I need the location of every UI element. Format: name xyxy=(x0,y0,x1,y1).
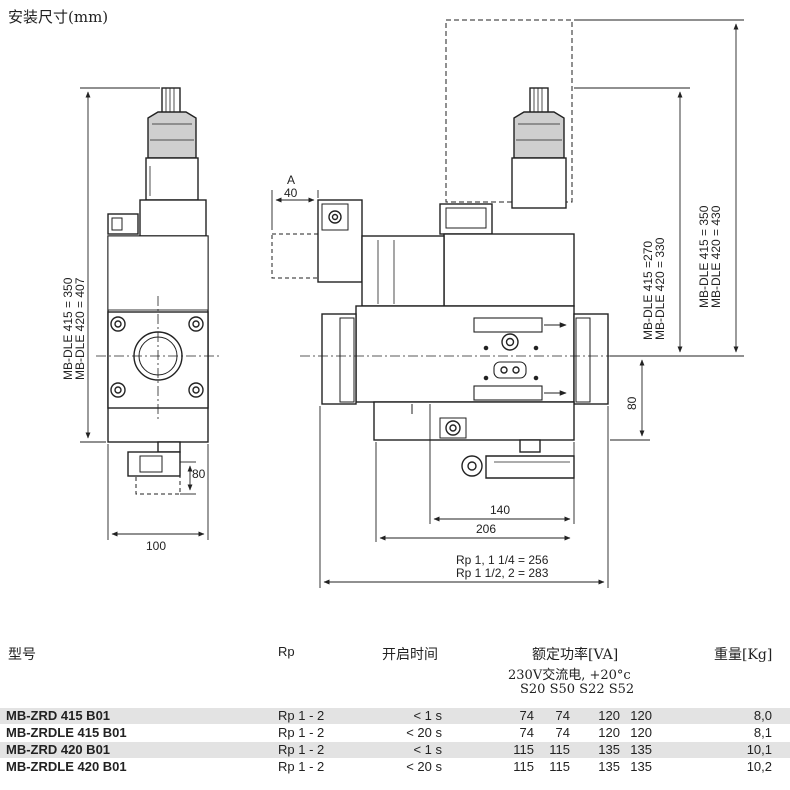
row-s22: 135 xyxy=(598,742,620,757)
header-power-sub2: S20 S50 S22 S52 xyxy=(520,682,635,697)
header-time: 开启时间 xyxy=(382,647,438,663)
row-model: MB-ZRD 420 B01 xyxy=(6,742,111,757)
side-view xyxy=(96,87,220,495)
width-140-label: 140 xyxy=(490,503,510,517)
row-s20: 115 xyxy=(513,742,534,757)
row-s52: 135 xyxy=(630,759,652,774)
technical-drawing: MB-DLE 415 = 350 MB-DLE 420 = 407 100 80 xyxy=(61,19,744,588)
side-height-label-b: MB-DLE 420 = 407 xyxy=(73,277,87,380)
width-206-label: 206 xyxy=(476,522,496,536)
header-rp: Rp xyxy=(278,644,295,659)
mid-height-label-b: MB-DLE 420 = 330 xyxy=(653,237,667,340)
spec-table: 型号 Rp 开启时间 额定功率[VA] 230V交流电, +20°c S20 S… xyxy=(0,632,790,790)
row-time: < 1 s xyxy=(413,708,442,723)
header-power: 额定功率[VA] xyxy=(532,647,619,663)
row-rp: Rp 1 - 2 xyxy=(278,742,325,757)
row-s20: 115 xyxy=(513,759,534,774)
right-height-label-b: MB-DLE 420 = 430 xyxy=(709,205,723,308)
row-rp: Rp 1 - 2 xyxy=(278,759,325,774)
a-value: 40 xyxy=(284,186,298,200)
table-row: MB-ZRDLE 415 B01 Rp 1 - 2 < 20 s 74 74 1… xyxy=(0,725,790,741)
row-s50: 115 xyxy=(549,759,570,774)
row-s52: 120 xyxy=(630,725,652,740)
row-s52: 135 xyxy=(630,742,652,757)
row-s22: 135 xyxy=(598,759,620,774)
a-label: A xyxy=(287,173,295,187)
row-s20: 74 xyxy=(519,725,534,740)
row-time: < 20 s xyxy=(406,759,442,774)
mid-height-label-a: MB-DLE 415 =270 xyxy=(641,241,655,340)
row-s22: 120 xyxy=(598,725,620,740)
table-row: MB-ZRD 420 B01 Rp 1 - 2 < 1 s 115 115 13… xyxy=(0,742,790,758)
row-s50: 74 xyxy=(555,708,570,723)
row-weight: 10,1 xyxy=(746,742,772,757)
right-80-label: 80 xyxy=(625,396,639,410)
row-s50: 115 xyxy=(549,742,570,757)
table-row: MB-ZRDLE 420 B01 Rp 1 - 2 < 20 s 115 115… xyxy=(0,759,790,775)
header-weight: 重量[Kg] xyxy=(714,647,773,663)
side-view-dimensions xyxy=(80,87,209,540)
row-time: < 20 s xyxy=(406,725,442,740)
row-s52: 120 xyxy=(630,708,652,723)
row-rp: Rp 1 - 2 xyxy=(278,708,325,723)
side-width-label: 100 xyxy=(146,539,166,553)
row-model: MB-ZRDLE 415 B01 xyxy=(6,725,127,740)
side-pipe-label: 80 xyxy=(192,467,206,481)
row-time: < 1 s xyxy=(413,742,442,757)
header-model: 型号 xyxy=(8,647,36,663)
front-view-dimensions xyxy=(271,19,744,588)
rp-dim-label-a: Rp 1, 1 1/4 = 256 xyxy=(456,553,549,567)
row-weight: 10,2 xyxy=(746,759,772,774)
row-weight: 8,1 xyxy=(753,725,772,740)
header-power-sub: 230V交流电, +20°c xyxy=(508,668,631,683)
side-height-label: MB-DLE 415 = 350 xyxy=(61,277,75,380)
row-model: MB-ZRD 415 B01 xyxy=(6,708,111,723)
row-s22: 120 xyxy=(598,708,620,723)
row-s20: 74 xyxy=(519,708,534,723)
row-s50: 74 xyxy=(555,725,570,740)
front-view xyxy=(271,19,640,479)
section-heading: 安装尺寸(mm) xyxy=(8,8,109,26)
right-height-label-a: MB-DLE 415 = 350 xyxy=(697,205,711,308)
row-weight: 8,0 xyxy=(753,708,772,723)
row-model: MB-ZRDLE 420 B01 xyxy=(6,759,127,774)
row-rp: Rp 1 - 2 xyxy=(278,725,325,740)
table-row: MB-ZRD 415 B01 Rp 1 - 2 < 1 s 74 74 120 … xyxy=(0,708,790,724)
rp-dim-label-b: Rp 1 1/2, 2 = 283 xyxy=(456,566,549,580)
